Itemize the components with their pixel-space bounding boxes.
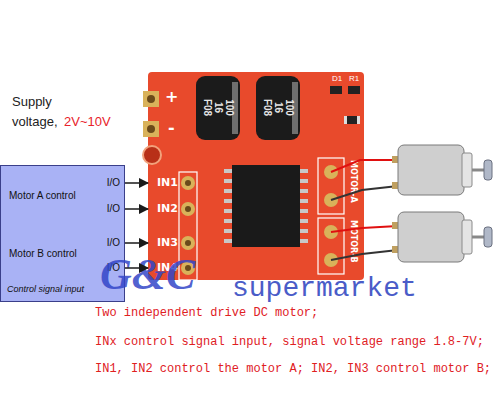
terminal-name: MOTOR-B [348, 220, 358, 263]
motor-tab [392, 246, 400, 253]
motor-knob [484, 227, 492, 247]
polarity-mark: - [168, 119, 175, 137]
pin-name: IN3 [157, 236, 178, 250]
pin-label: I/O [107, 176, 120, 190]
part-name: D1 [332, 74, 342, 84]
motor-knob [484, 160, 492, 180]
watermark: supermarket [232, 273, 417, 305]
group-label: Motor B control [9, 247, 77, 261]
signal-arrow [125, 242, 148, 244]
part-name: R1 [349, 74, 359, 84]
dc-motor [398, 212, 464, 262]
box-caption: Control signal input [7, 283, 84, 296]
motor-endcap [462, 220, 472, 254]
motor-tab [392, 222, 400, 229]
pin-name: IN1 [157, 176, 178, 190]
motor-tab [392, 156, 400, 163]
watermark: G&C [100, 250, 195, 300]
note-text: Two independent drive DC motor; [95, 305, 318, 321]
dc-motor [398, 145, 464, 195]
motor-endcap [462, 153, 472, 187]
signal-arrow [125, 208, 148, 210]
polarity-mark: + [165, 88, 178, 106]
capacitor-marking: 100 16 F08 [262, 96, 295, 120]
motor-tab [392, 182, 400, 189]
pin-name: IN2 [157, 202, 178, 216]
driver-board: +-IN1IN2IN3IN4MOTOR-AMOTOR-B [148, 72, 364, 280]
signal-arrow [125, 182, 148, 184]
voltage-range: 2V~10V [64, 112, 111, 132]
terminal-name: MOTOR-A [348, 160, 358, 203]
group-label: Motor A control [9, 189, 76, 203]
note-text: IN1, IN2 control the motor A; IN2, IN3 c… [95, 361, 491, 377]
note-text: INx control signal input, signal voltage… [95, 334, 484, 350]
pin-label: I/O [107, 236, 120, 250]
capacitor-marking: 100 16 F08 [202, 96, 235, 120]
motor-shaft [472, 169, 486, 172]
pin-label: I/O [107, 202, 120, 216]
motor-shaft [472, 236, 486, 239]
